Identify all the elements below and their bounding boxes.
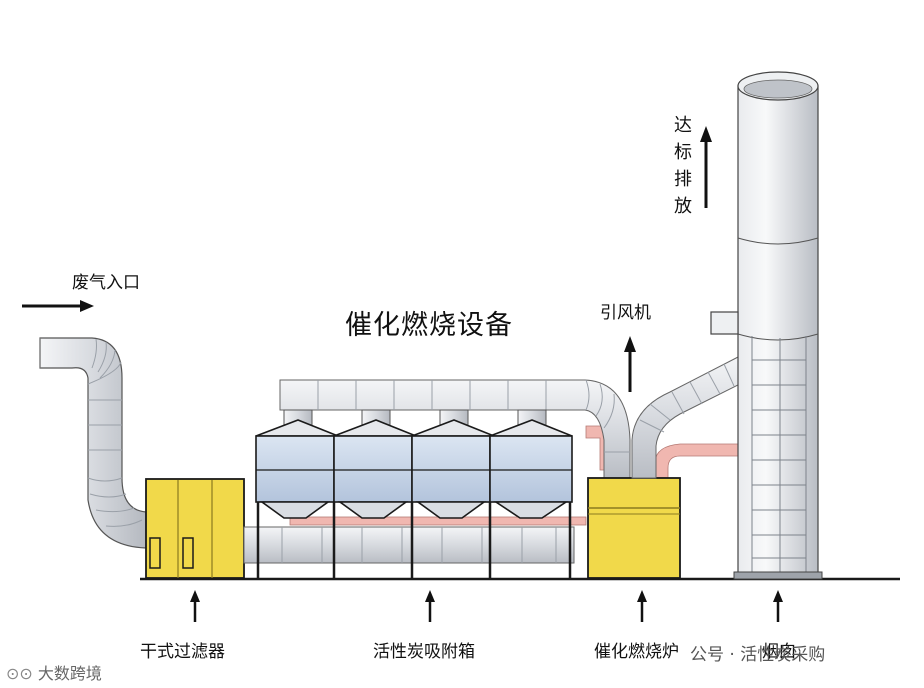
dry-filter-unit [145,478,245,579]
watermark-right: 公号 · 活性炭采购 [690,645,826,665]
bottom-duct [243,526,575,564]
discharge-arrow [700,126,712,208]
discharge-label: 达标排放 [674,115,692,217]
activated-carbon-boxes [255,419,573,579]
chimney-stack [710,71,823,580]
induced-fan-label: 引风机 [600,303,651,323]
watermark-left: ⊙⊙ 大数跨境 [6,664,102,683]
chimney-label: 烟囱 [762,642,796,662]
label-arrows [190,590,783,622]
watermark-logo-icon: ⊙⊙ [6,664,33,683]
fan-outlet-duct [631,355,741,479]
dry-filter-label: 干式过滤器 [140,642,225,662]
fan-direction-arrow [624,336,636,392]
catalytic-furnace-unit [587,477,681,579]
exhaust-inlet-label: 废气入口 [72,273,140,293]
diagram-title: 催化燃烧设备 [345,310,513,341]
inlet-duct [39,337,147,549]
carbon-box-label: 活性炭吸附箱 [373,642,475,662]
catalytic-furnace-label: 催化燃烧炉 [594,642,679,662]
inlet-arrow [22,300,94,312]
